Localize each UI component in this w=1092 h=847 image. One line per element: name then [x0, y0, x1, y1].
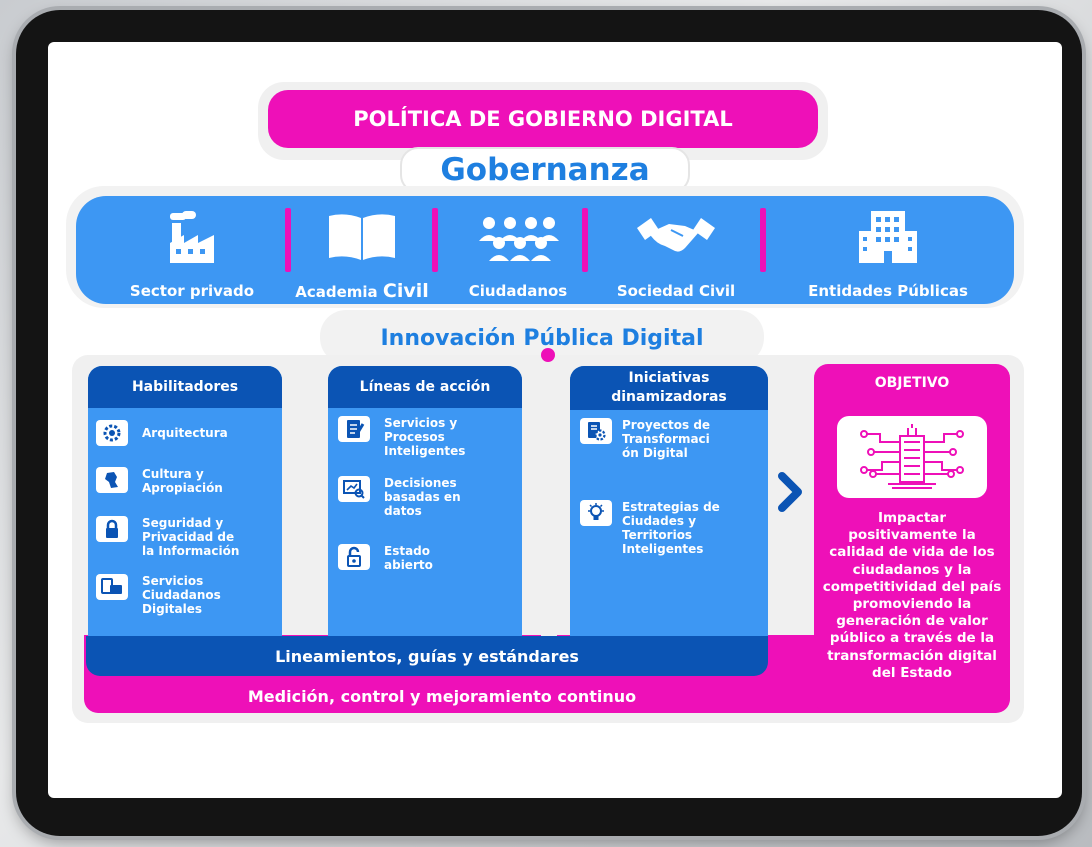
list-item: Proyectos de Transformaci ón Digital	[580, 418, 764, 460]
item-label: Estrategias de Ciudades y Territorios In…	[622, 500, 720, 556]
list-item: Decisiones basadas en datos	[338, 476, 518, 518]
column-title: Líneas de acción	[328, 366, 522, 408]
stakeholder-label: Ciudadanos	[468, 282, 568, 300]
list-item: Servicios y Procesos Inteligentes	[338, 416, 518, 458]
item-label-line: Transformaci	[622, 432, 710, 446]
stakeholder-label: Sociedad Civil	[616, 282, 736, 300]
item-label: Proyectos de Transformaci ón Digital	[622, 418, 710, 460]
item-label: Cultura y Apropiación	[142, 467, 223, 495]
stakeholder-label: Entidades Públicas	[808, 282, 968, 300]
innovacion-heading: Innovación Pública Digital	[380, 325, 704, 351]
page-title: POLÍTICA DE GOBIERNO DIGITAL	[268, 90, 818, 148]
stakeholder-sector-privado: Sector privado	[116, 208, 268, 300]
objetivo-title: OBJETIVO	[874, 375, 950, 391]
stakeholder-academia: Academia Civil	[282, 208, 442, 302]
medicion-label: Medición, control y mejoramiento continu…	[247, 686, 637, 706]
chevron-right-icon	[776, 470, 806, 514]
lightbulb-icon	[580, 500, 612, 526]
list-item: Cultura y Apropiación	[96, 467, 276, 495]
digital-services-icon	[96, 574, 128, 600]
connector-dot	[541, 348, 555, 362]
objetivo-line: calidad de vida de los	[829, 544, 995, 561]
checklist-icon	[338, 416, 370, 442]
column-gap	[541, 366, 557, 636]
list-item: Seguridad y Privacidad de la Información	[96, 516, 276, 558]
separator	[582, 208, 588, 272]
item-label-line: Proyectos de	[622, 418, 711, 432]
list-item: Arquitectura	[96, 420, 276, 446]
item-label-line: ón Digital	[622, 446, 688, 460]
stakeholder-label-suffix: Civil	[382, 280, 429, 302]
stakeholder-ciudadanos: Ciudadanos	[448, 208, 588, 300]
people-icon	[475, 208, 561, 266]
list-item: Estado abierto	[338, 544, 518, 572]
list-item: Estrategias de Ciudades y Territorios In…	[580, 500, 764, 556]
objetivo-text: Impactar positivamente la calidad de vid…	[818, 510, 1006, 682]
stakeholder-label: Academia Civil	[295, 280, 429, 302]
item-label: Servicios Ciudadanos Digitales	[142, 574, 221, 616]
objetivo-line: del Estado	[872, 664, 952, 681]
building-icon	[857, 208, 919, 266]
item-label: Servicios y Procesos Inteligentes	[384, 416, 466, 458]
item-label: Decisiones basadas en datos	[384, 476, 461, 518]
item-label: Arquitectura	[142, 426, 228, 440]
item-label: Estado abierto	[384, 544, 433, 572]
objetivo-line: transformación digital	[827, 647, 997, 664]
objetivo-line: Impactar	[877, 510, 947, 526]
column-lineas-de-accion	[328, 366, 522, 638]
stakeholder-sociedad-civil: Sociedad Civil	[598, 208, 754, 300]
smart-city-icon	[837, 416, 987, 498]
stakeholder-entidades-publicas: Entidades Públicas	[790, 208, 986, 300]
column-title: Iniciativas dinamizadoras	[570, 366, 768, 410]
data-analysis-icon	[338, 476, 370, 502]
gobernanza-band	[76, 196, 1014, 304]
stakeholder-label-main: Academia	[295, 283, 378, 301]
objetivo-line: positivamente la	[848, 527, 976, 544]
lock-icon	[96, 516, 128, 542]
separator	[285, 208, 291, 272]
separator	[432, 208, 438, 272]
list-item: Servicios Ciudadanos Digitales	[96, 574, 276, 616]
open-lock-icon	[338, 544, 370, 570]
lineamientos-band: Lineamientos, guías y estándares	[86, 636, 768, 676]
stakeholder-label: Sector privado	[129, 282, 255, 300]
separator	[760, 208, 766, 272]
gear-network-icon	[96, 420, 128, 446]
map-icon	[96, 467, 128, 493]
item-label: Seguridad y Privacidad de la Información	[142, 516, 240, 558]
column-title: Habilitadores	[88, 366, 282, 408]
book-icon	[325, 208, 399, 266]
document-gear-icon	[580, 418, 612, 444]
objetivo-line: competitividad del país	[822, 578, 1002, 595]
handshake-icon	[635, 208, 717, 266]
factory-icon	[164, 208, 220, 266]
objetivo-line: promoviendo la	[852, 596, 972, 613]
objetivo-line: generación de valor	[836, 613, 988, 630]
objetivo-line: ciudadanos y la	[852, 561, 972, 578]
objetivo-line: público a través de la	[829, 630, 995, 647]
